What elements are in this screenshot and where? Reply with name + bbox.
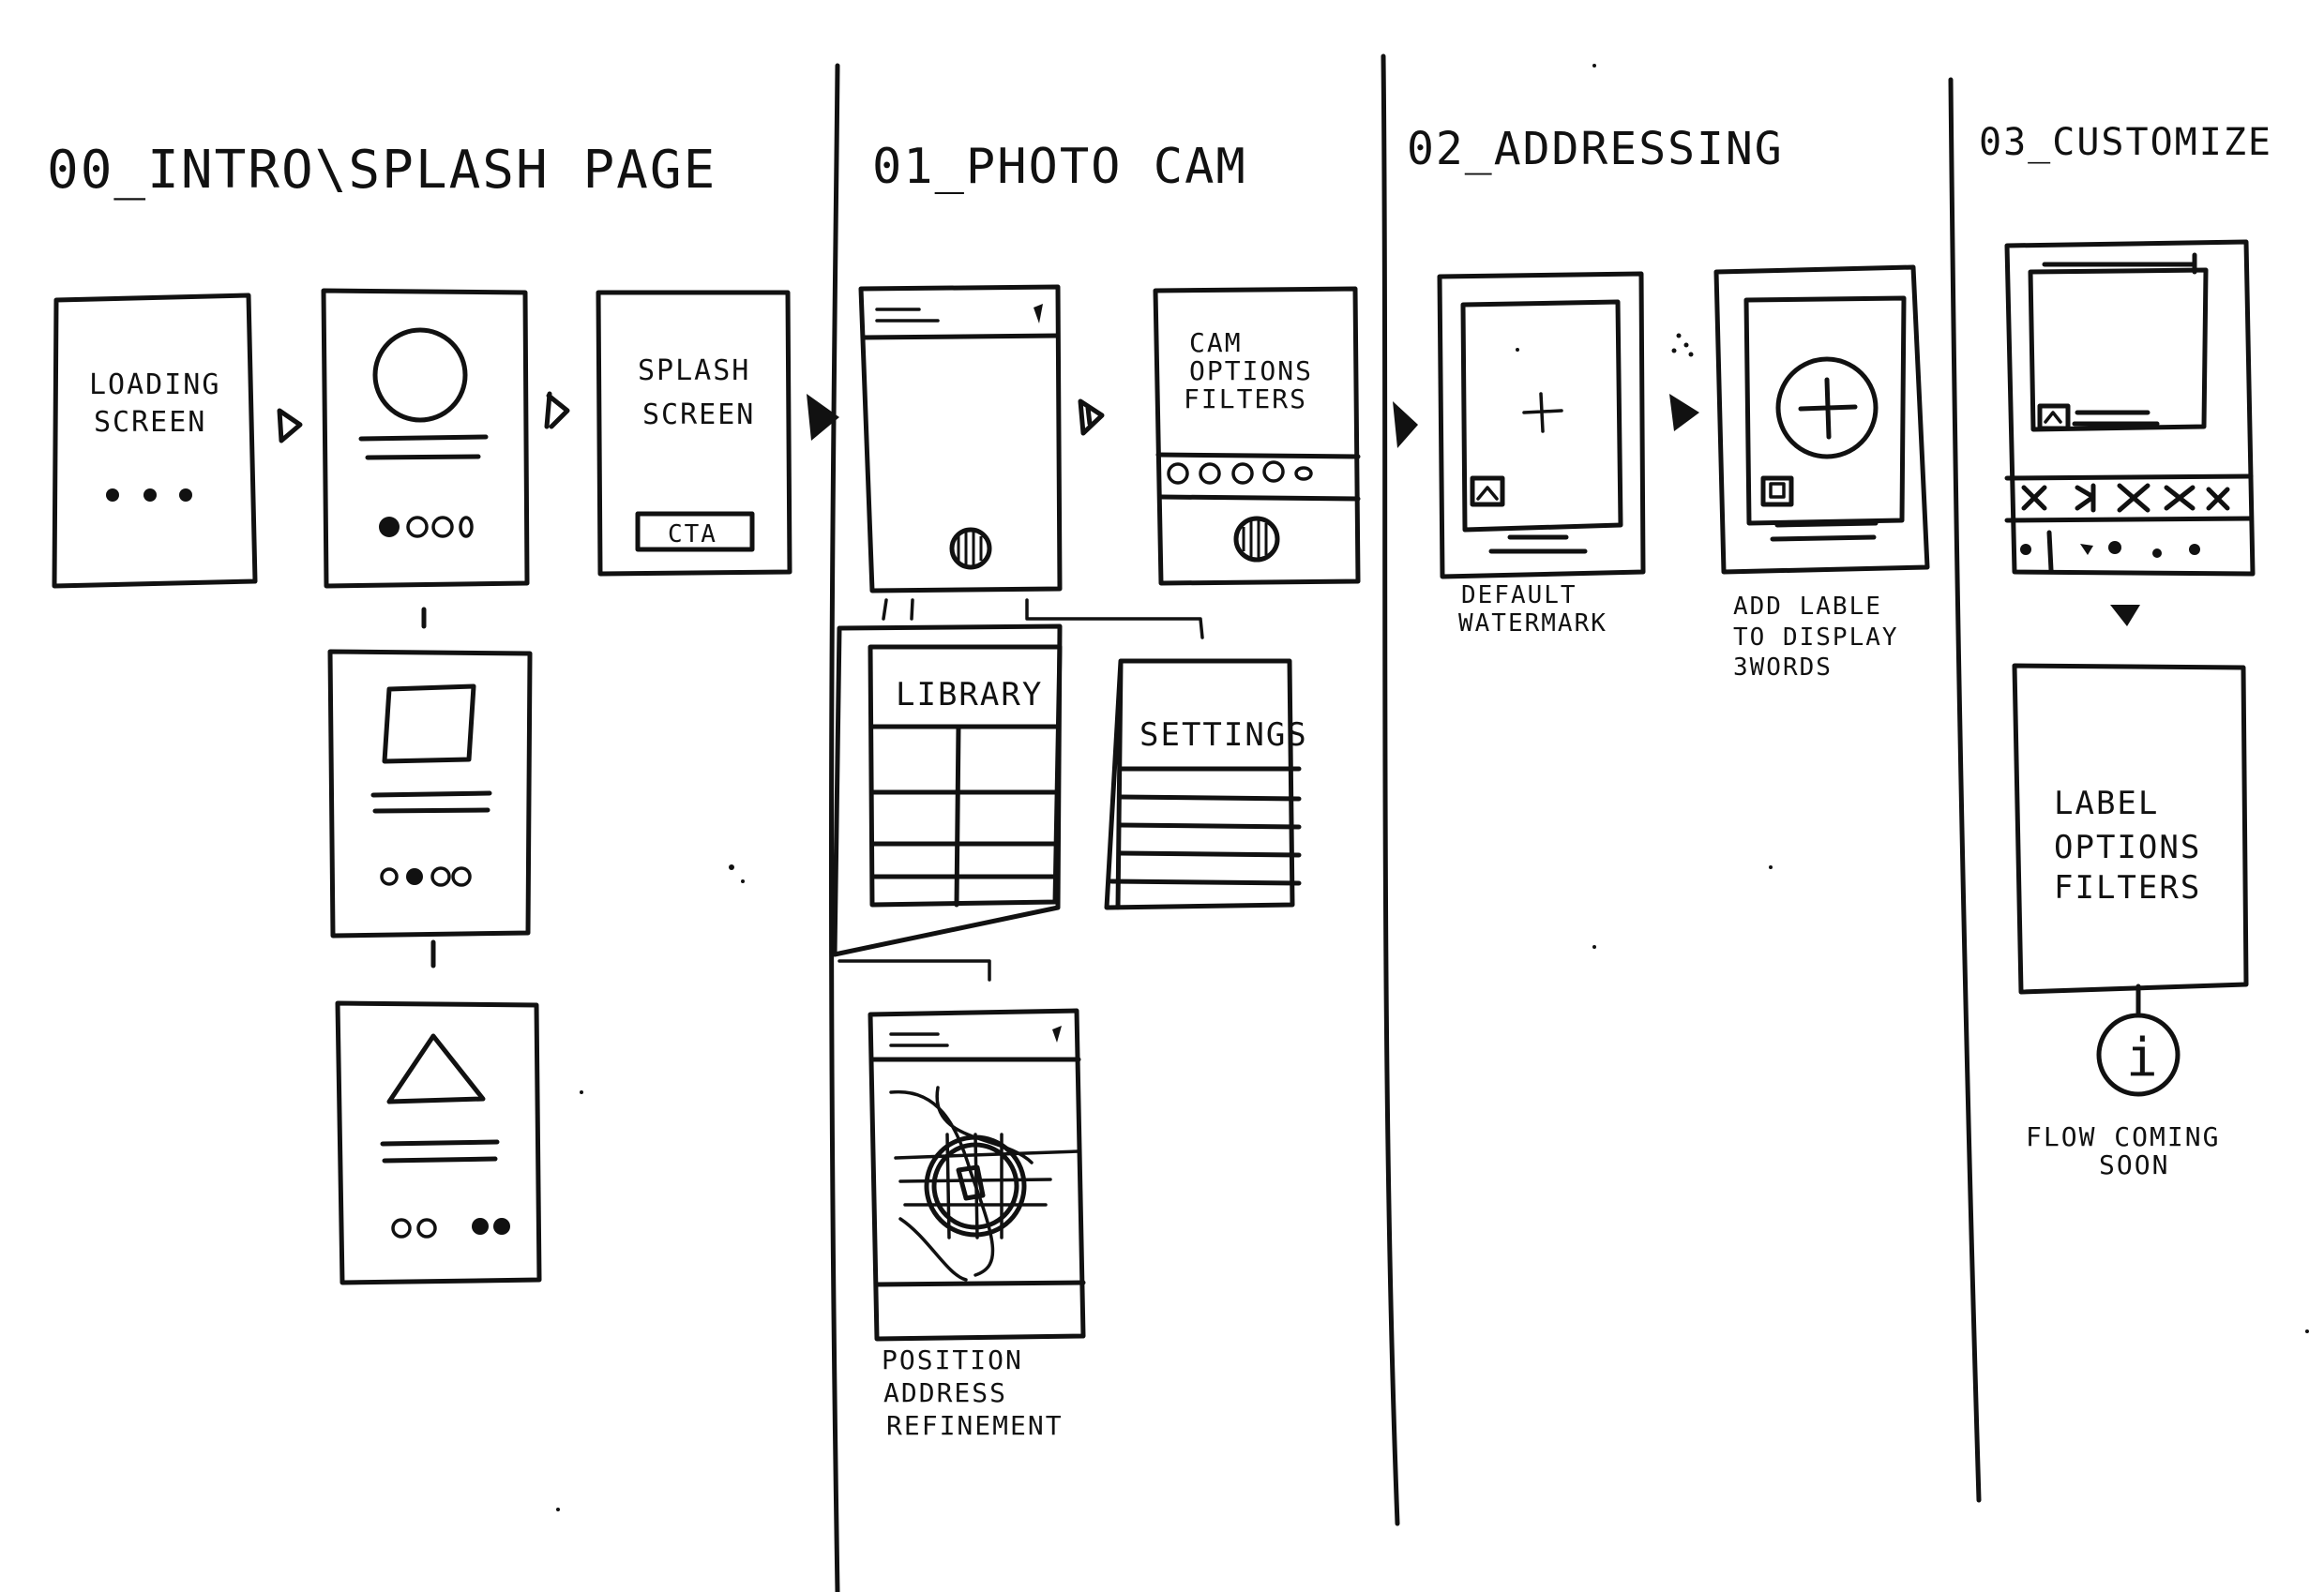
cam-options-label-1: CAM [1189,327,1243,358]
cta-button[interactable] [635,511,755,552]
add-label-screen-frame: ADD LABLE TO DISPLAY 3WORDS [1713,264,1930,682]
cam-options-label-2: OPTIONS [1189,355,1313,386]
divider-line-2 [1381,53,1400,1526]
add-label-note-2: TO DISPLAY [1733,623,1899,652]
loading-screen-frame: LOADING SCREEN [52,293,258,589]
flow-coming-soon-note-1: FLOW COMING [2026,1121,2220,1152]
section-title-intro: 00_INTRO\SPLASH PAGE [47,140,717,201]
separator-dots-icon [1671,333,1694,357]
splash-screen-label-2: SCREEN [642,398,755,431]
add-label-note-1: ADD LABLE [1733,593,1882,621]
pager-dots-icon [379,516,474,538]
onboarding-screen-1 [321,288,530,589]
loading-screen-label-2: SCREEN [94,406,206,439]
onboarding-screen-3 [335,1000,542,1285]
default-watermark-note-2: WATERMARK [1458,609,1607,638]
circle-shape-icon [372,327,468,423]
signal-icon [1034,304,1043,323]
arrow-right-icon [1393,401,1418,448]
arrow-right-icon [807,394,839,441]
pager-dots-icon [380,866,472,887]
splash-screen-label-1: SPLASH [638,354,750,387]
divider-line-3 [1948,77,1982,1503]
image-watermark-icon [1470,475,1505,507]
triangle-shape-icon [386,1033,486,1104]
label-options-label-3: FILTERS [2054,869,2201,907]
customize-screen-frame [2004,239,2256,577]
position-refinement-screen-frame: POSITION ADDRESS REFINEMENT [868,1008,1086,1441]
label-options-label-1: LABEL [2054,785,2159,822]
splash-screen-frame: SPLASH SCREEN CTA [596,290,792,577]
image-label-icon [1760,475,1794,507]
section-title-photo: 01_PHOTO CAM [872,139,1247,195]
section-title-customize: 03_CUSTOMIZE [1979,121,2272,164]
filter-options-icon [2021,483,2230,513]
cam-options-screen-frame: CAM OPTIONS FILTERS [1153,286,1361,586]
label-options-screen-frame: LABEL OPTIONS FILTERS [2012,663,2249,995]
add-label-button[interactable] [1775,356,1879,459]
arrow-right-icon [1669,394,1699,431]
settings-screen-frame: SETTINGS [1104,658,1308,910]
label-options-label-2: OPTIONS [2054,829,2201,866]
position-refinement-note-3: REFINEMENT [886,1410,1064,1441]
square-shape-icon [382,683,476,764]
image-thumbnail-icon [2037,403,2071,431]
signal-icon [1052,1026,1062,1043]
info-icon-glyph: i [2126,1028,2160,1089]
position-refinement-note-2: ADDRESS [883,1377,1007,1408]
position-refinement-note-1: POSITION [882,1344,1023,1375]
arrow-right-icon [1078,398,1105,436]
add-label-note-3: 3WORDS [1733,653,1833,682]
selector-dots-icon [2020,530,2200,573]
arrow-down-icon [2110,605,2140,626]
flow-coming-soon-note-2: SOON [2099,1149,2169,1180]
map-pin-target-icon [889,1086,1080,1282]
default-watermark-screen-frame: DEFAULT WATERMARK [1437,271,1646,638]
onboarding-screen-2 [327,649,533,939]
info-icon [2096,1013,2181,1097]
paper-specks [556,64,2309,1511]
shutter-button[interactable] [1233,516,1280,563]
default-watermark-note-1: DEFAULT [1461,581,1577,609]
library-screen-frame: LIBRARY [832,623,1063,957]
arrow-right-icon [544,391,570,429]
add-icon[interactable] [1522,392,1563,433]
loading-screen-label-1: LOADING [89,368,220,401]
cam-options-label-3: FILTERS [1184,383,1307,414]
section-title-addressing: 02_ADDRESSING [1407,123,1784,175]
arrow-right-icon [277,408,303,443]
cta-button-label: CTA [668,520,717,548]
filter-options-icon [1167,460,1313,485]
settings-title: SETTINGS [1139,716,1308,754]
divider-line-1 [828,63,840,1592]
loading-dots-icon [106,488,192,502]
pager-dots-icon [391,1218,510,1239]
shutter-button[interactable] [949,527,992,570]
camera-screen-frame [858,284,1063,593]
library-title: LIBRARY [896,676,1043,713]
